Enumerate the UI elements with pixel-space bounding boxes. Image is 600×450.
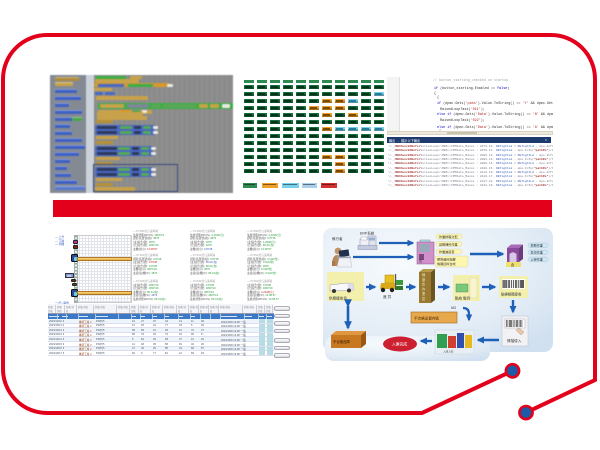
svg-text:倉: 倉 — [422, 282, 426, 287]
svg-text:業: 業 — [422, 291, 426, 296]
svg-text:作業排程分配: 作業排程分配 — [439, 234, 458, 239]
svg-text:預警進料提醒: 預警進料提醒 — [437, 257, 456, 262]
svg-text:貼掃條碼接收: 貼掃條碼接收 — [501, 292, 522, 297]
svg-text:進 貨: 進 貨 — [383, 294, 392, 299]
svg-text:執行者: 執行者 — [332, 236, 343, 241]
svg-text:自: 自 — [419, 258, 422, 263]
svg-text:上架作業: 上架作業 — [531, 257, 543, 262]
svg-text:邊: 邊 — [422, 277, 426, 282]
svg-text:作: 作 — [422, 286, 426, 291]
svg-text:點收 驗貨: 點收 驗貨 — [455, 296, 471, 301]
svg-text:ERP系統: ERP系統 — [360, 231, 375, 236]
svg-text:作業進度表: 作業進度表 — [439, 249, 454, 254]
svg-text:撿貨作業: 撿貨作業 — [531, 250, 543, 255]
svg-text:不合格品庫: 不合格品庫 — [333, 339, 351, 344]
svg-text:NG: NG — [451, 306, 456, 310]
svg-text:掃描錄入: 掃描錄入 — [507, 338, 522, 343]
svg-text:區: 區 — [422, 297, 425, 301]
svg-text:自動補料作業: 自動補料作業 — [439, 241, 458, 246]
svg-text:入庫完成: 入庫完成 — [392, 342, 407, 347]
svg-text:線: 線 — [422, 272, 426, 277]
svg-text:條碼資料合成: 條碼資料合成 — [437, 261, 456, 266]
svg-text:不合格品暫存區: 不合格品暫存區 — [414, 316, 440, 321]
svg-text:檢驗作業: 檢驗作業 — [531, 243, 543, 248]
svg-text:倉: 倉 — [511, 262, 515, 267]
svg-text:入庫上架: 入庫上架 — [443, 350, 454, 354]
svg-text:供應鏈收貨: 供應鏈收貨 — [329, 296, 347, 301]
